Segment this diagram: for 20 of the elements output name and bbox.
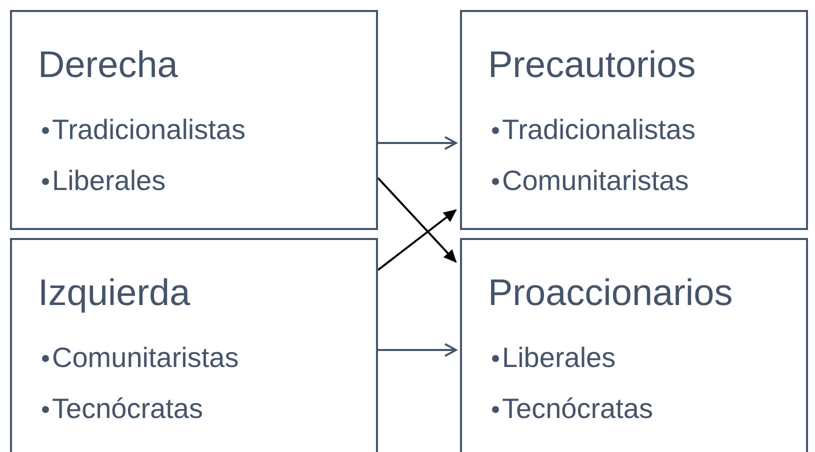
- box-heading: Precautorios: [488, 43, 696, 87]
- category-box: [460, 10, 808, 230]
- list-item: Tradicionalistas: [52, 113, 246, 147]
- list-item: Liberales: [52, 164, 166, 198]
- list-item: Tecnócratas: [502, 392, 653, 426]
- arrow: [378, 136, 457, 150]
- arrow: [378, 343, 457, 357]
- list-item: Liberales: [502, 341, 616, 375]
- list-item: Tradicionalistas: [502, 113, 696, 147]
- category-box: [10, 238, 378, 452]
- list-item: Comunitaristas: [52, 341, 239, 375]
- category-box: [10, 10, 378, 230]
- box-heading: Izquierda: [38, 271, 190, 315]
- box-heading: Derecha: [38, 43, 178, 87]
- arrow: [377, 177, 457, 263]
- list-item: Tecnócratas: [52, 392, 203, 426]
- category-box: [460, 238, 808, 452]
- arrow: [377, 209, 457, 271]
- box-heading: Proaccionarios: [488, 271, 733, 315]
- list-item: Comunitaristas: [502, 164, 689, 198]
